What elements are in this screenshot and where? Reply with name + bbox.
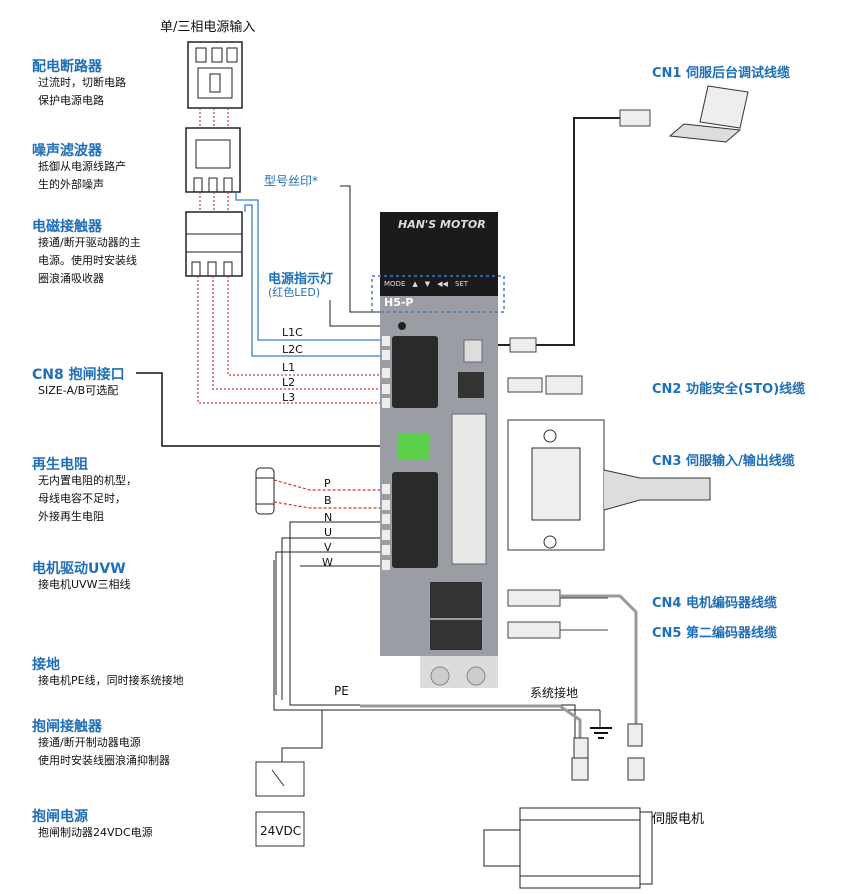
brake-contactor-desc-1: 接通/断开制动器电源 bbox=[38, 736, 141, 749]
filter-desc-1: 抵御从电源线路产 bbox=[38, 160, 126, 173]
breaker-title: 配电断路器 bbox=[32, 59, 102, 75]
cn2-label: CN2 功能安全(STO)线缆 bbox=[652, 382, 806, 397]
cn5-label: CN5 第二编码器线缆 bbox=[652, 626, 777, 641]
regen-desc-3: 外接再生电阻 bbox=[38, 510, 104, 523]
cn4-label: CN4 电机编码器线缆 bbox=[652, 596, 777, 611]
cn1-label: CN1 伺服后台调试线缆 bbox=[652, 66, 790, 81]
wire-label-l1: L1 bbox=[282, 361, 296, 374]
wire-label-w: W bbox=[322, 556, 333, 569]
power-led-sublabel: (红色LED) bbox=[268, 286, 321, 299]
wire-label-u: U bbox=[324, 526, 333, 539]
motor-label: 伺服电机 bbox=[652, 812, 705, 827]
brake-power-desc-1: 抱闸制动器24VDC电源 bbox=[38, 826, 153, 839]
regen-resistor-icon bbox=[255, 467, 275, 515]
circuit-breaker-icon bbox=[187, 41, 243, 109]
contactor-desc-1: 接通/断开驱动器的主 bbox=[38, 236, 141, 249]
drive-model: H5-P bbox=[384, 296, 414, 309]
pe-label: PE bbox=[334, 684, 349, 698]
cn5-connector-icon bbox=[507, 621, 608, 639]
wire-label-l1c: L1C bbox=[282, 326, 303, 339]
regen-desc-2: 母线电容不足时， bbox=[38, 492, 126, 505]
ground-title: 接地 bbox=[32, 657, 60, 673]
brake-contactor-icon bbox=[255, 761, 305, 847]
power-input-label: 单/三相电源输入 bbox=[160, 20, 256, 35]
uvw-desc-1: 接电机UVW三相线 bbox=[38, 578, 131, 591]
wire-label-n: N bbox=[324, 511, 333, 524]
down-button[interactable]: ▼ bbox=[424, 280, 431, 288]
filter-title: 噪声滤波器 bbox=[32, 143, 102, 159]
contactor-desc-3: 圈浪涌吸收器 bbox=[38, 272, 104, 285]
cn4-connector-icon bbox=[507, 589, 643, 747]
panel-highlight bbox=[371, 275, 505, 313]
model-print-label: 型号丝印* bbox=[264, 174, 319, 188]
wire-label-b: B bbox=[324, 494, 332, 507]
cn3-label: CN3 伺服输入/输出线缆 bbox=[652, 454, 795, 469]
uvw-title: 电机驱动UVW bbox=[32, 561, 126, 577]
wire-label-p: P bbox=[324, 477, 331, 490]
servo-drive bbox=[380, 212, 498, 688]
shift-button[interactable]: ◀◀ bbox=[437, 280, 448, 288]
contactor-desc-2: 电源。使用时安装线 bbox=[38, 254, 137, 267]
wire-label-v: V bbox=[324, 541, 332, 554]
wire-label-l2c: L2C bbox=[282, 343, 303, 356]
contactor-title: 电磁接触器 bbox=[32, 219, 102, 235]
up-button[interactable]: ▲ bbox=[412, 280, 418, 288]
brake-contactor-desc-2: 使用时安装线圈浪涌抑制器 bbox=[38, 754, 170, 767]
cn8-desc-1: SIZE-A/B可选配 bbox=[38, 384, 119, 397]
brake-power-title: 抱闸电源 bbox=[32, 809, 88, 825]
filter-desc-2: 生的外部噪声 bbox=[38, 178, 104, 191]
contactor-icon bbox=[185, 211, 243, 277]
panel-buttons: MODE ▲ ▼ ◀◀ SET bbox=[384, 280, 468, 288]
brake-contactor-title: 抱闸接触器 bbox=[32, 719, 102, 735]
cn8-title: CN8 抱闸接口 bbox=[32, 367, 125, 383]
breaker-desc-2: 保护电源电路 bbox=[38, 94, 104, 107]
drive-brand: HAN'S MOTOR bbox=[398, 218, 486, 231]
ground-icon bbox=[590, 727, 612, 739]
dc-supply-label: 24VDC bbox=[260, 824, 302, 838]
cn3-connector-icon bbox=[507, 419, 711, 551]
laptop-icon bbox=[668, 85, 749, 143]
servo-motor-icon bbox=[483, 807, 653, 889]
wire-label-l2: L2 bbox=[282, 376, 296, 389]
ground-desc-1: 接电机PE线，同时接系统接地 bbox=[38, 674, 184, 687]
regen-title: 再生电阻 bbox=[32, 457, 88, 473]
set-button[interactable]: SET bbox=[454, 280, 469, 288]
cn2-connector-icon bbox=[507, 375, 583, 395]
noise-filter-icon bbox=[185, 127, 241, 193]
wire-label-l3: L3 bbox=[282, 391, 296, 404]
breaker-desc-1: 过流时，切断电路 bbox=[38, 76, 126, 89]
mode-button[interactable]: MODE bbox=[384, 280, 406, 288]
regen-desc-1: 无内置电阻的机型， bbox=[38, 474, 137, 487]
system-ground-label: 系统接地 bbox=[530, 686, 579, 700]
power-led-label: 电源指示灯 bbox=[268, 272, 334, 287]
